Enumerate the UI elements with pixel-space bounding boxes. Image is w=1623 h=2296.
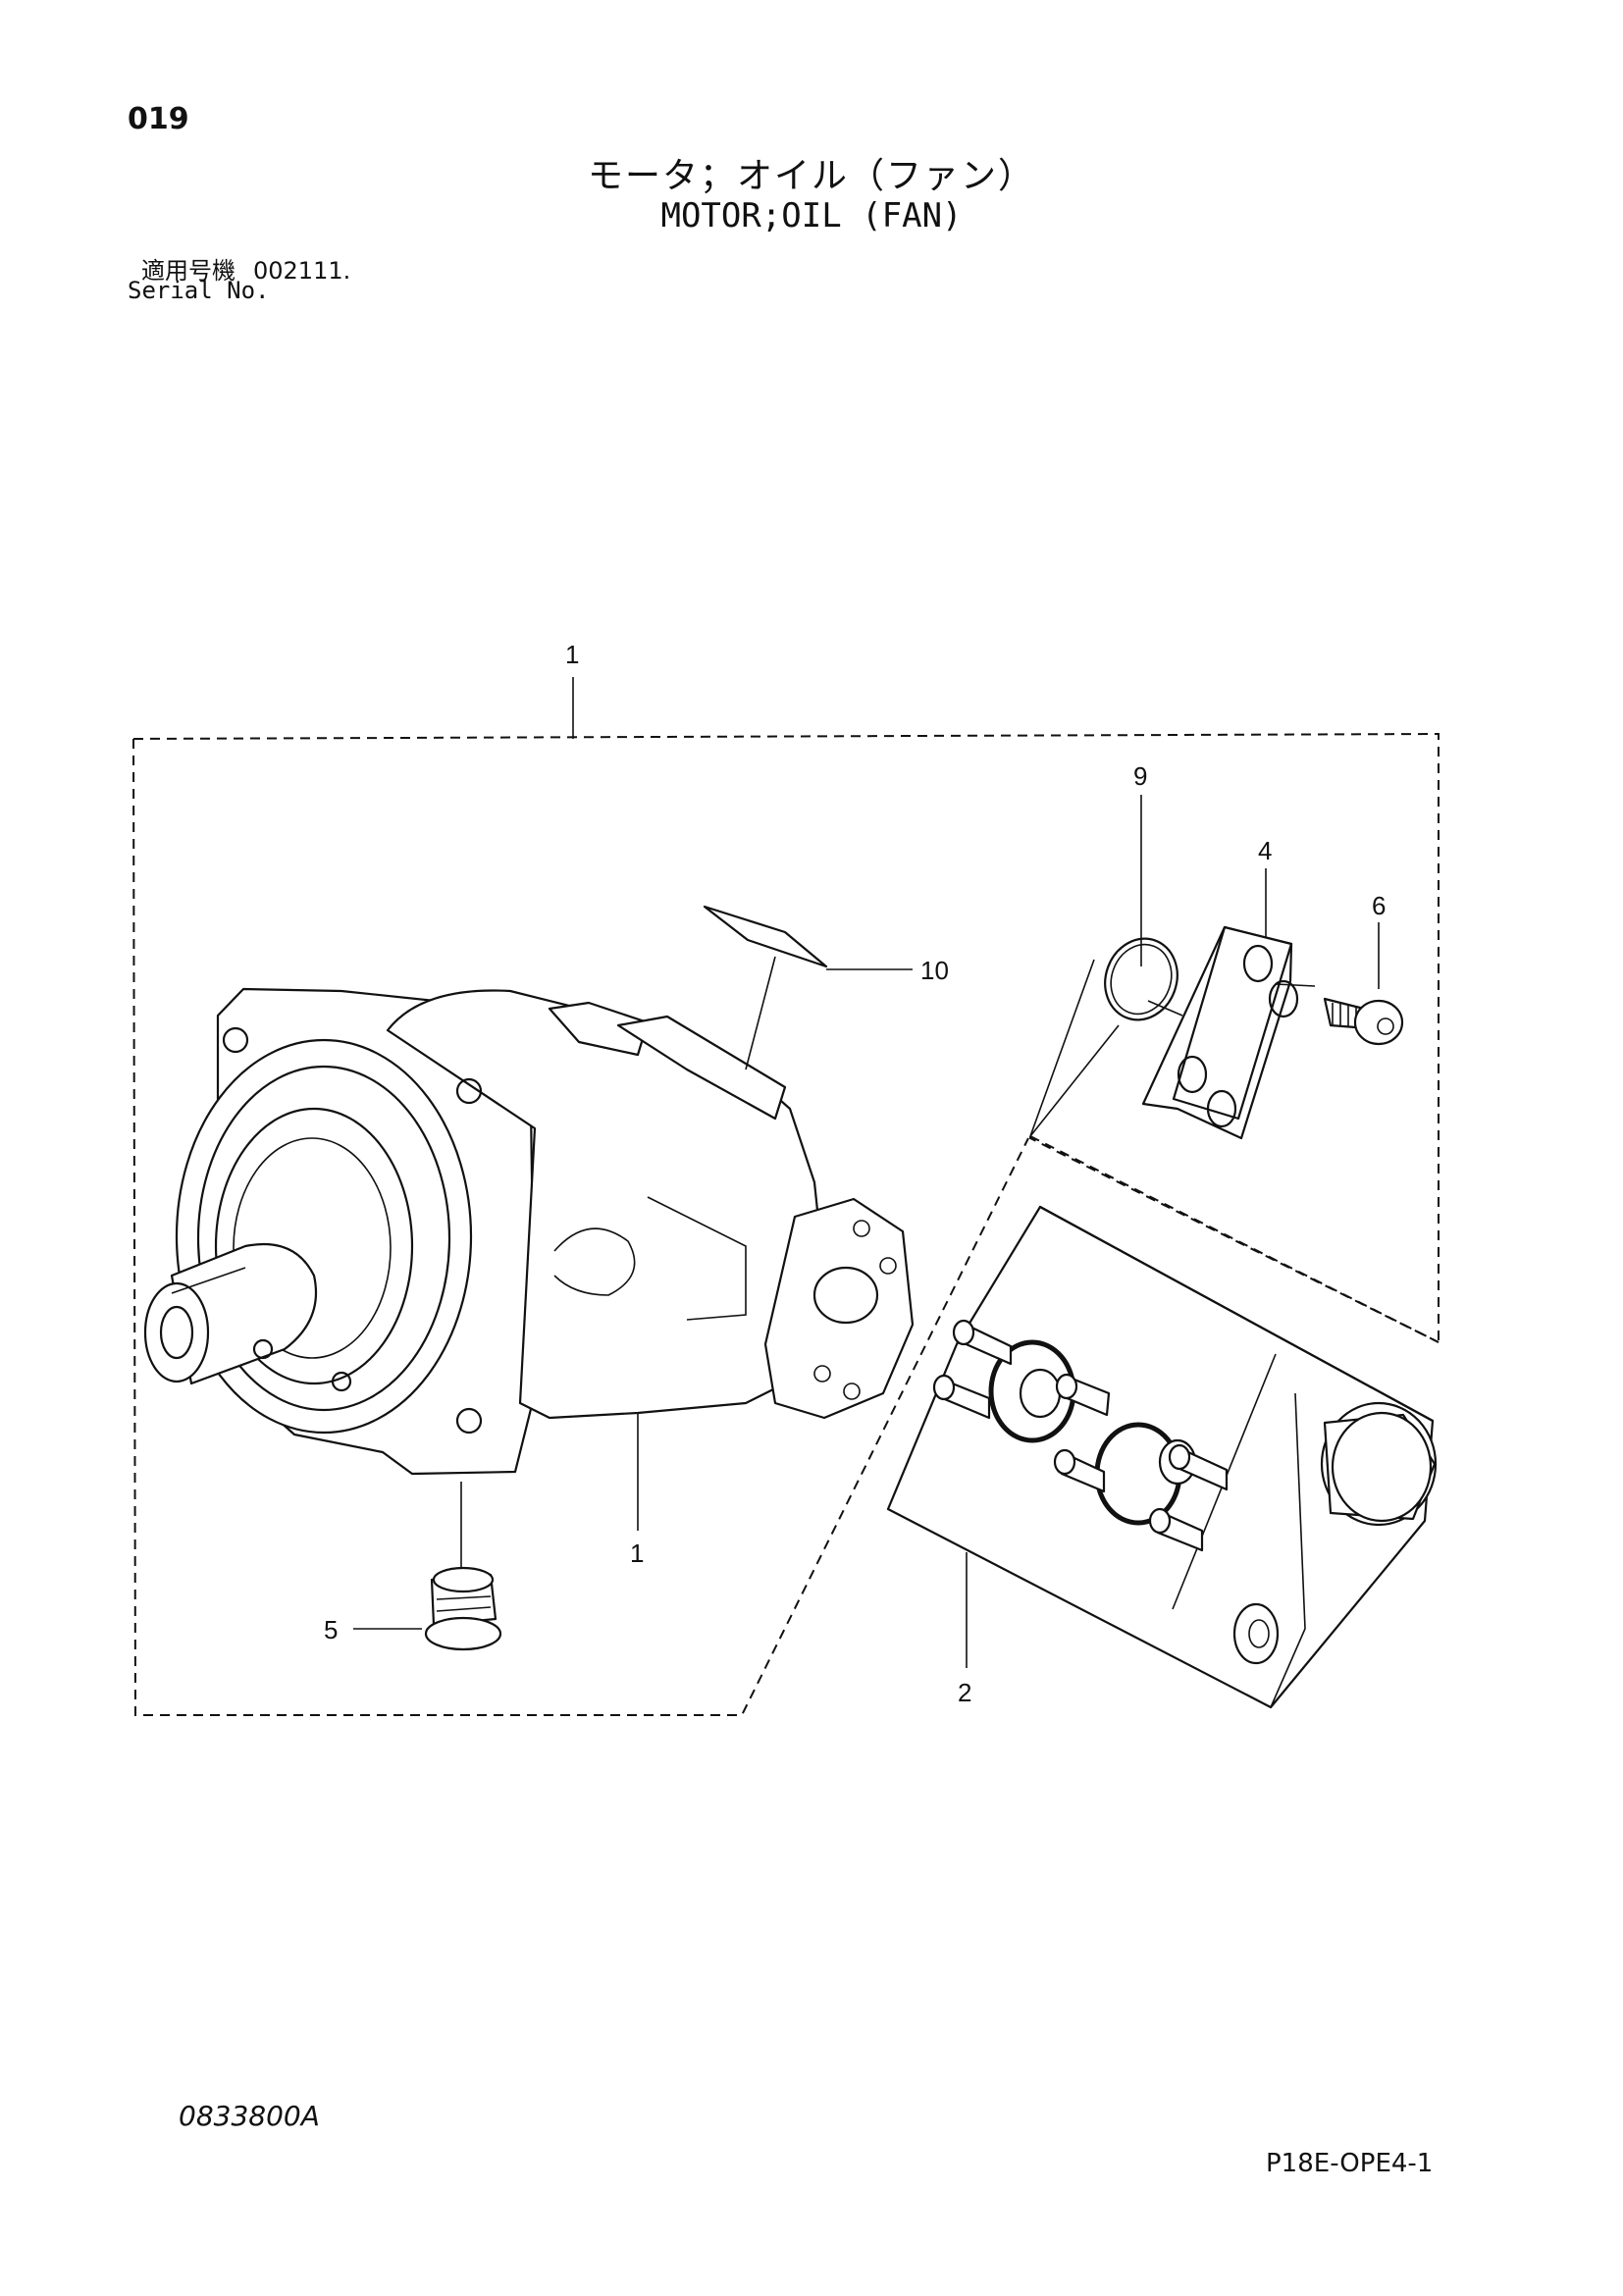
serial-label-english: Serial No.: [128, 277, 270, 304]
callout-6: 6: [1372, 891, 1386, 920]
title-japanese: モータ；オイル（ファン）: [587, 156, 1035, 196]
plug: [353, 1482, 502, 1651]
document-code: 0833800A: [179, 2100, 320, 2132]
oil-motor: [143, 987, 915, 1476]
serial-value: 002111.: [253, 257, 351, 285]
callout-1-top: 1: [565, 640, 579, 669]
assembly-boundary-2: [1029, 1135, 1440, 1343]
callout-2: 2: [958, 1678, 971, 1707]
cover-plate: [1141, 868, 1316, 1140]
callout-1-body: 1: [630, 1539, 644, 1568]
title-english: MOTOR;OIL (FAN): [660, 196, 963, 235]
valve-block: [886, 1205, 1438, 1709]
callout-4: 4: [1258, 836, 1272, 865]
serial-label-japanese: 適用号機 002111.: [141, 251, 350, 286]
callout-9: 9: [1133, 761, 1147, 791]
callout-10: 10: [920, 956, 949, 985]
sheet-code: P18E-OPE4-1: [1266, 2149, 1434, 2178]
nameplate: [703, 905, 913, 1070]
serial-label-jp-text: 適用号機: [141, 257, 236, 285]
callout-5: 5: [324, 1615, 338, 1644]
page-number: 019: [128, 102, 189, 136]
cap-screw: [1323, 922, 1404, 1046]
o-ring: [1029, 795, 1183, 1137]
